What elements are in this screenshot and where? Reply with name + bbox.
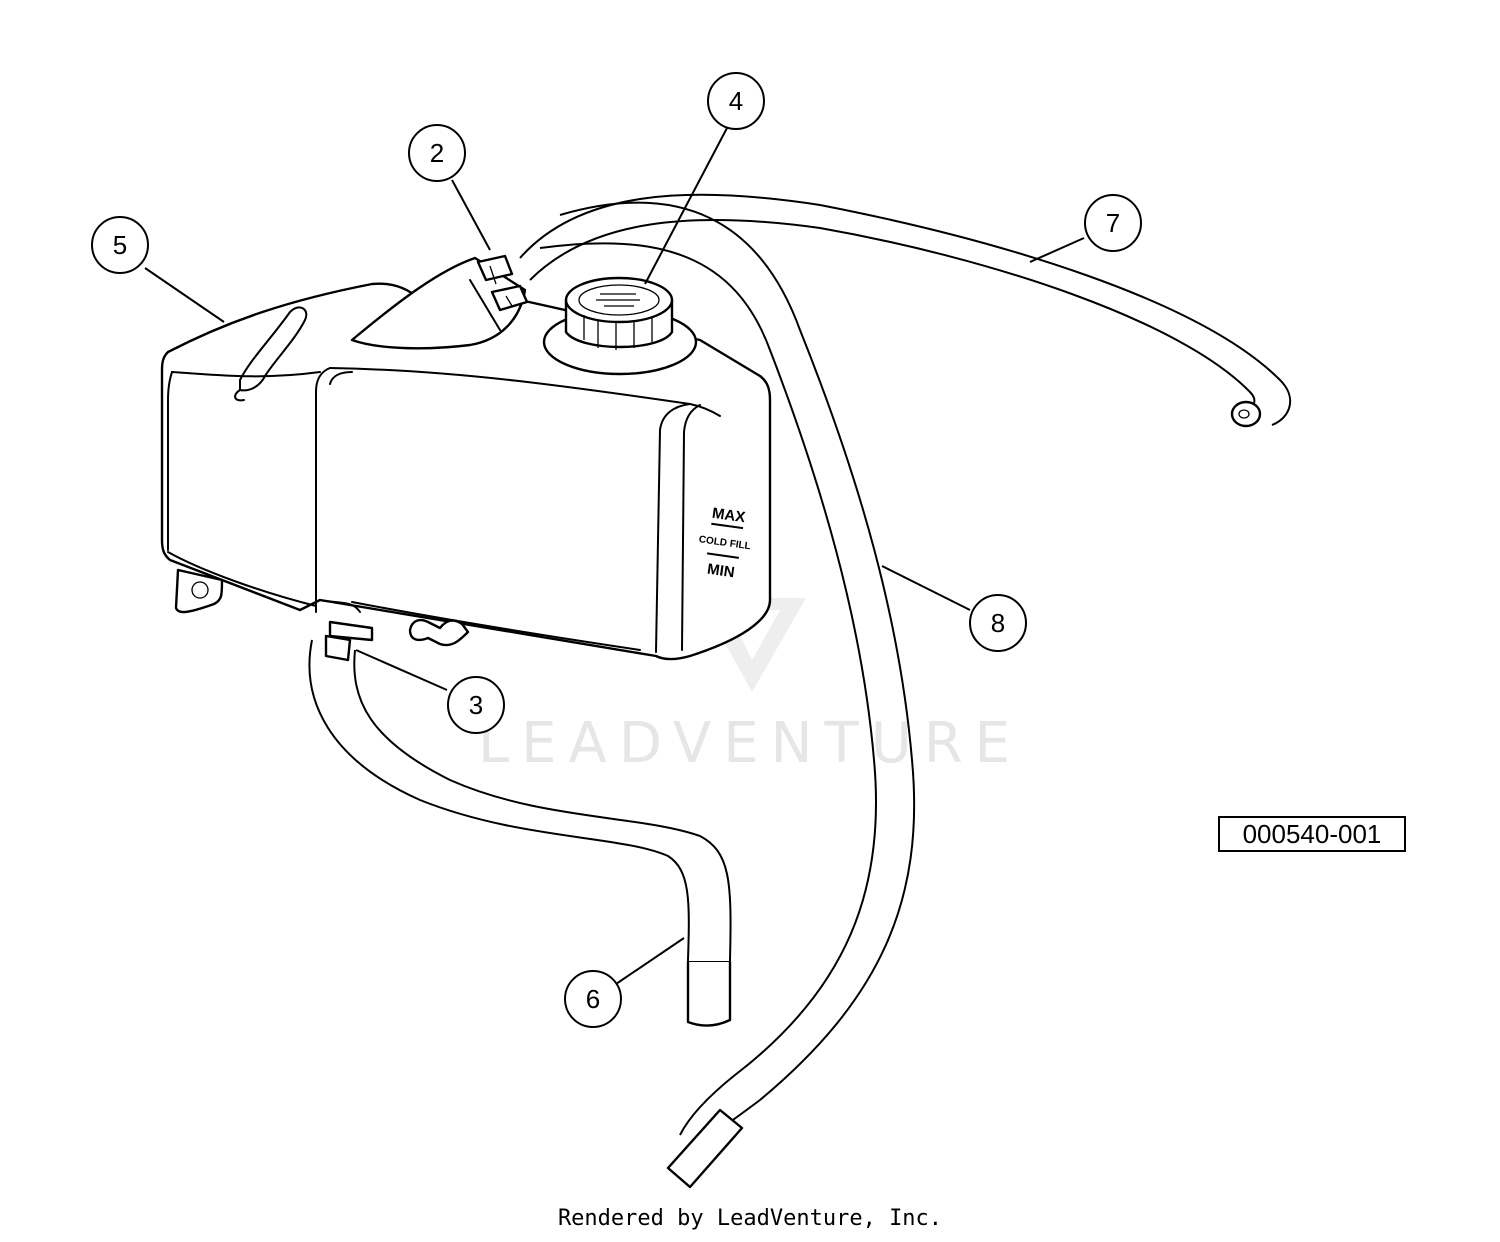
callout-number: 6 <box>586 984 600 1014</box>
reference-code: 000540-001 <box>1218 816 1406 852</box>
callout-3[interactable]: 3 <box>447 676 505 734</box>
callout-5[interactable]: 5 <box>91 216 149 274</box>
callout-number: 8 <box>991 608 1005 638</box>
coolant-tank <box>160 256 772 662</box>
radiator-cap <box>542 276 698 376</box>
hose-8 <box>539 201 916 1189</box>
callout-4[interactable]: 4 <box>707 72 765 130</box>
callout-2[interactable]: 2 <box>408 124 466 182</box>
leader-3 <box>355 649 448 691</box>
hose-6 <box>308 639 732 1027</box>
leader-lines <box>144 127 1085 985</box>
callout-number: 5 <box>113 230 127 260</box>
hose-clamp-2 <box>476 254 529 312</box>
callout-6[interactable]: 6 <box>564 970 622 1028</box>
leader-7 <box>1029 237 1085 263</box>
hose-7 <box>519 193 1291 428</box>
callout-7[interactable]: 7 <box>1084 194 1142 252</box>
callout-number: 2 <box>430 138 444 168</box>
leader-4 <box>644 127 728 285</box>
callout-number: 4 <box>729 86 743 116</box>
leader-2 <box>451 179 491 251</box>
max-mark: MAX <box>711 505 746 526</box>
level-markings: MAX COLD FILL MIN <box>698 505 751 582</box>
leader-5 <box>144 267 225 323</box>
callout-number: 3 <box>469 690 483 720</box>
leader-6 <box>615 937 685 985</box>
min-mark: MIN <box>706 561 736 582</box>
callout-8[interactable]: 8 <box>969 594 1027 652</box>
watermark-text: LEADVENTURE <box>478 711 1022 776</box>
leader-8 <box>881 565 971 611</box>
footer-credit: Rendered by LeadVenture, Inc. <box>557 1206 943 1231</box>
callout-number: 7 <box>1106 208 1120 238</box>
